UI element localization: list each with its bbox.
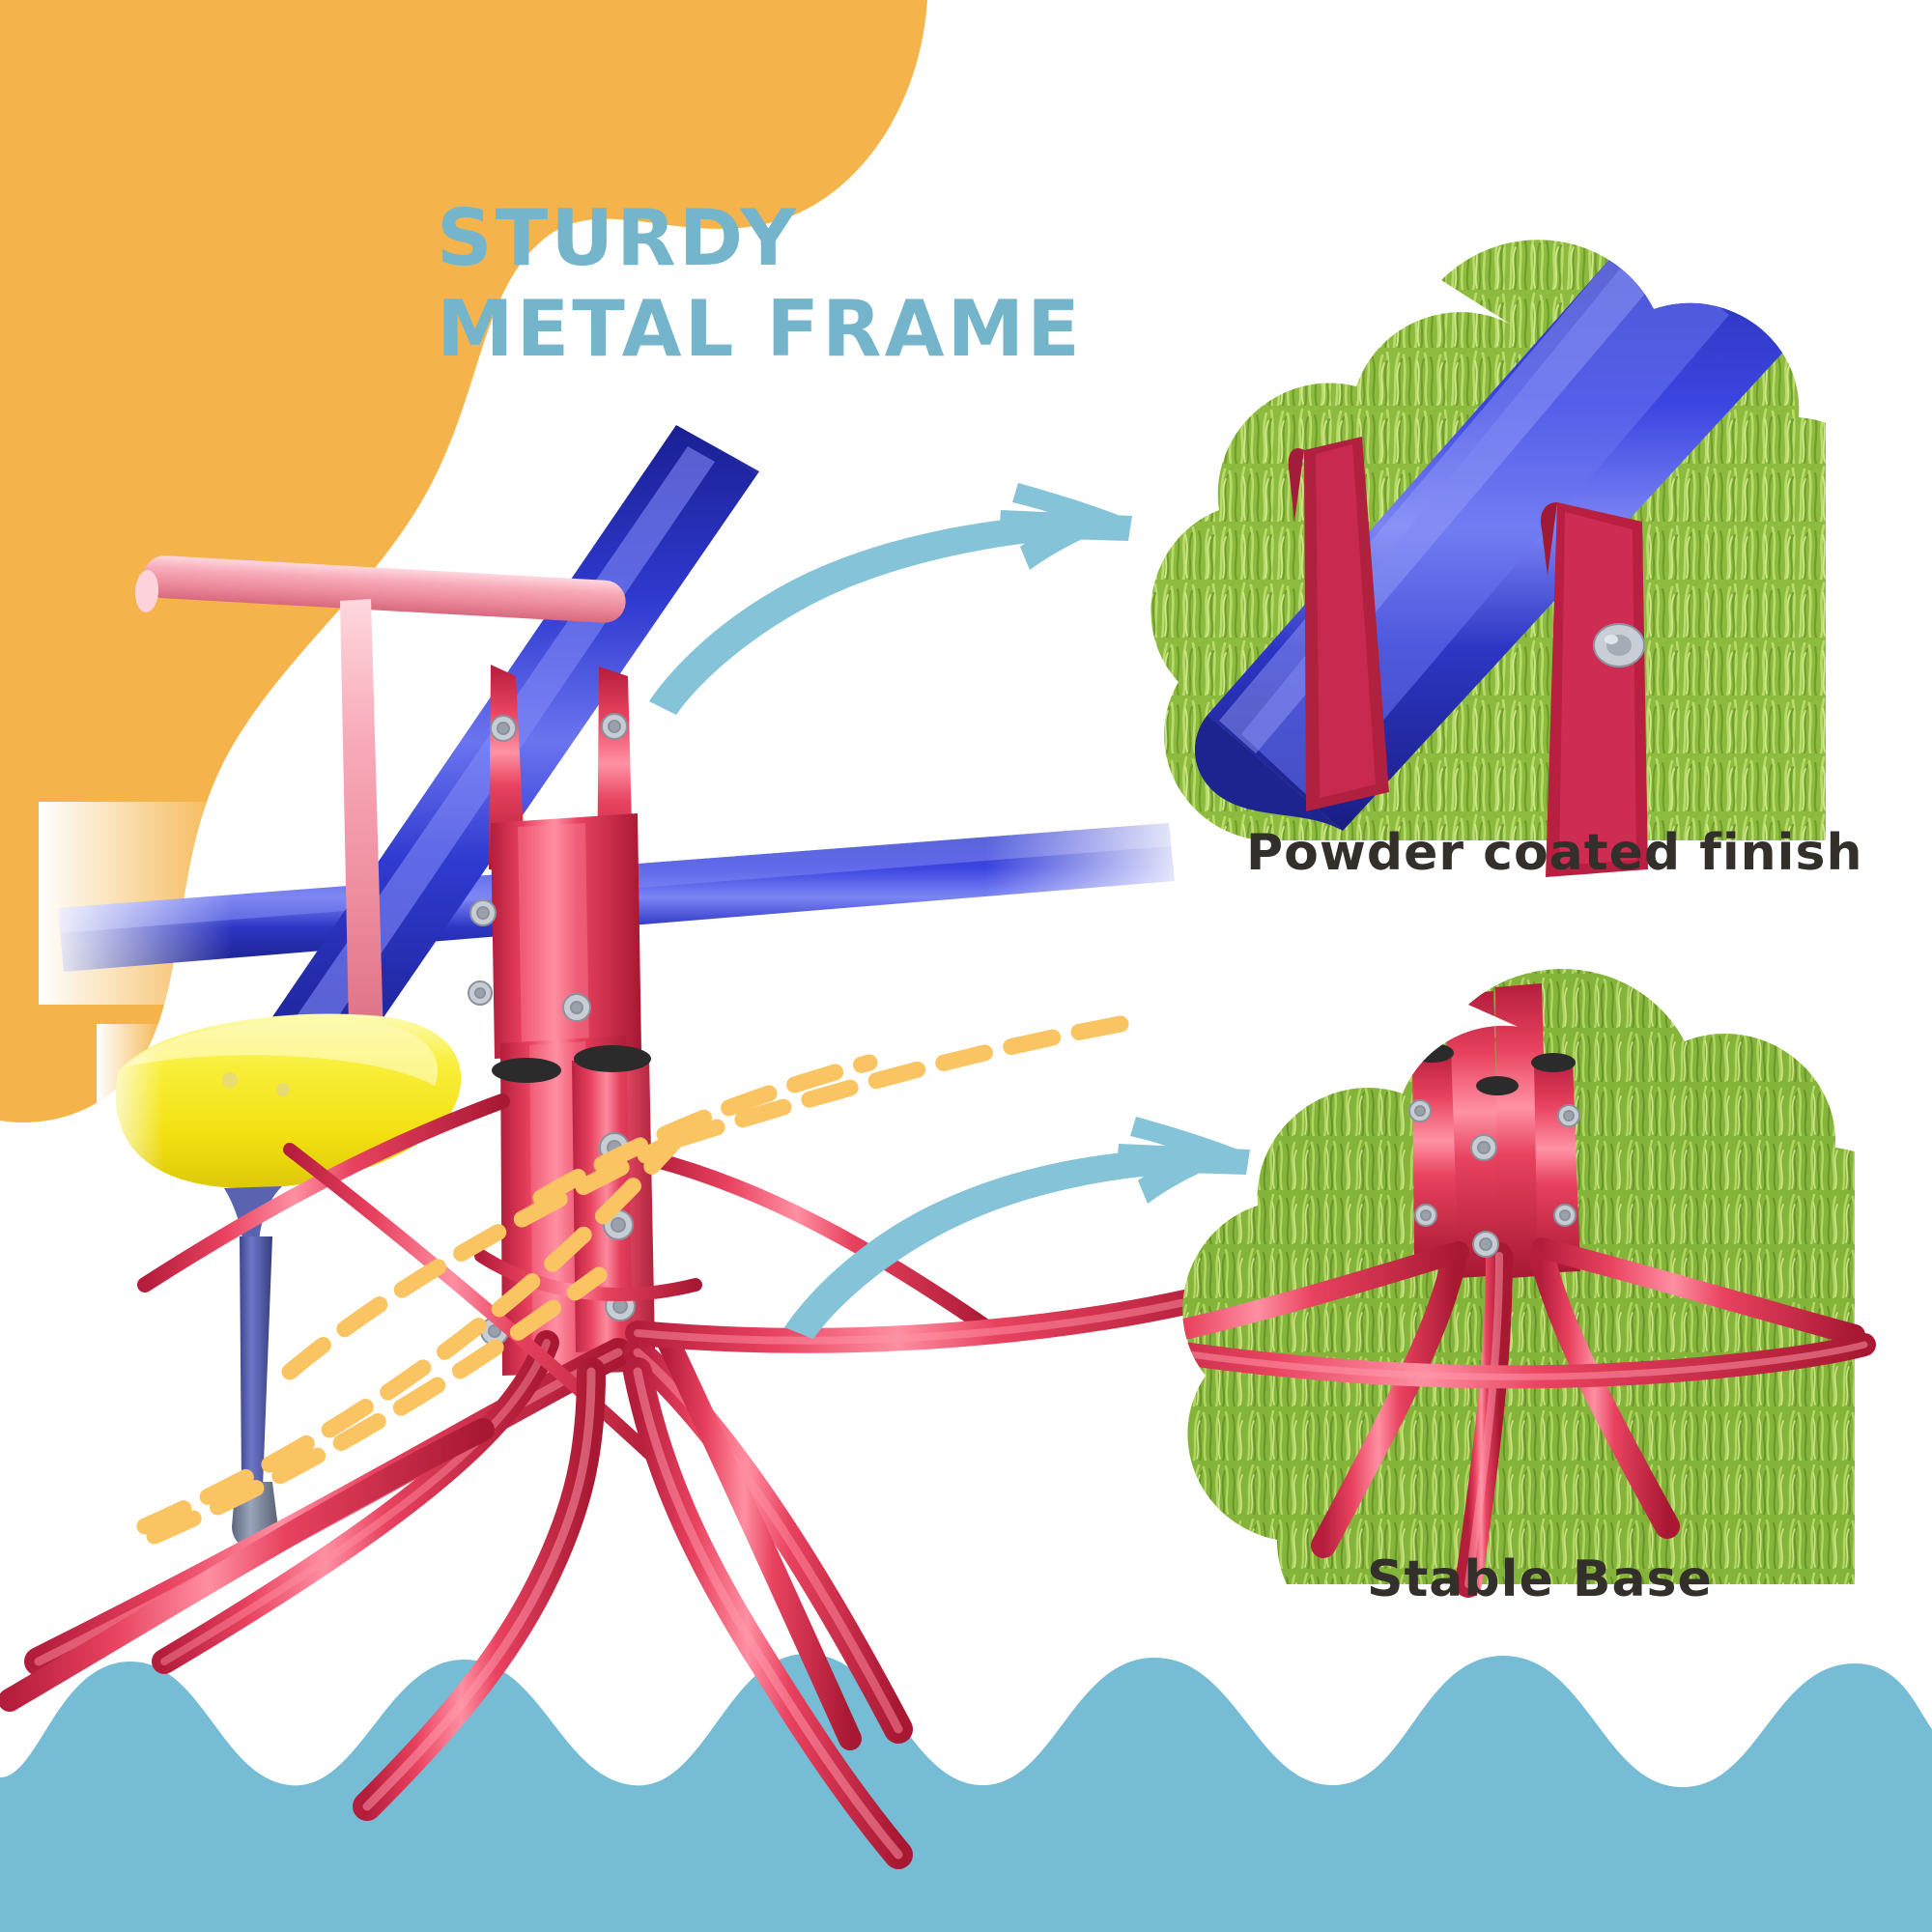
orange-blob-decor (0, 0, 927, 1122)
inset-bolt (1593, 623, 1645, 668)
page-title-line-1: STURDY (437, 193, 800, 283)
inset-red-bracket-left (1288, 437, 1389, 811)
inset-base-bolts (1408, 1099, 1580, 1258)
arrow-to-powder-inset (649, 483, 1132, 715)
arrow-to-base-inset (784, 1117, 1250, 1339)
inset-red-bracket-right (1540, 502, 1648, 877)
dashed-guide-lines (136, 1015, 1129, 1545)
red-base-legs (0, 1094, 1268, 1750)
red-base-junction (353, 1357, 913, 1869)
bottom-wave-decor (0, 1654, 1932, 1932)
page-title: STURDY METAL FRAME (437, 193, 1403, 375)
yellow-seat (97, 1013, 462, 1198)
inset-base-legs (1182, 1237, 1876, 1598)
pink-handlebar (134, 555, 626, 1076)
caption-powder-coated-finish: Powder coated finish (1246, 824, 1863, 882)
caption-stable-base: Stable Base (1367, 1550, 1713, 1608)
page-title-line-2: METAL FRAME (437, 284, 1083, 374)
